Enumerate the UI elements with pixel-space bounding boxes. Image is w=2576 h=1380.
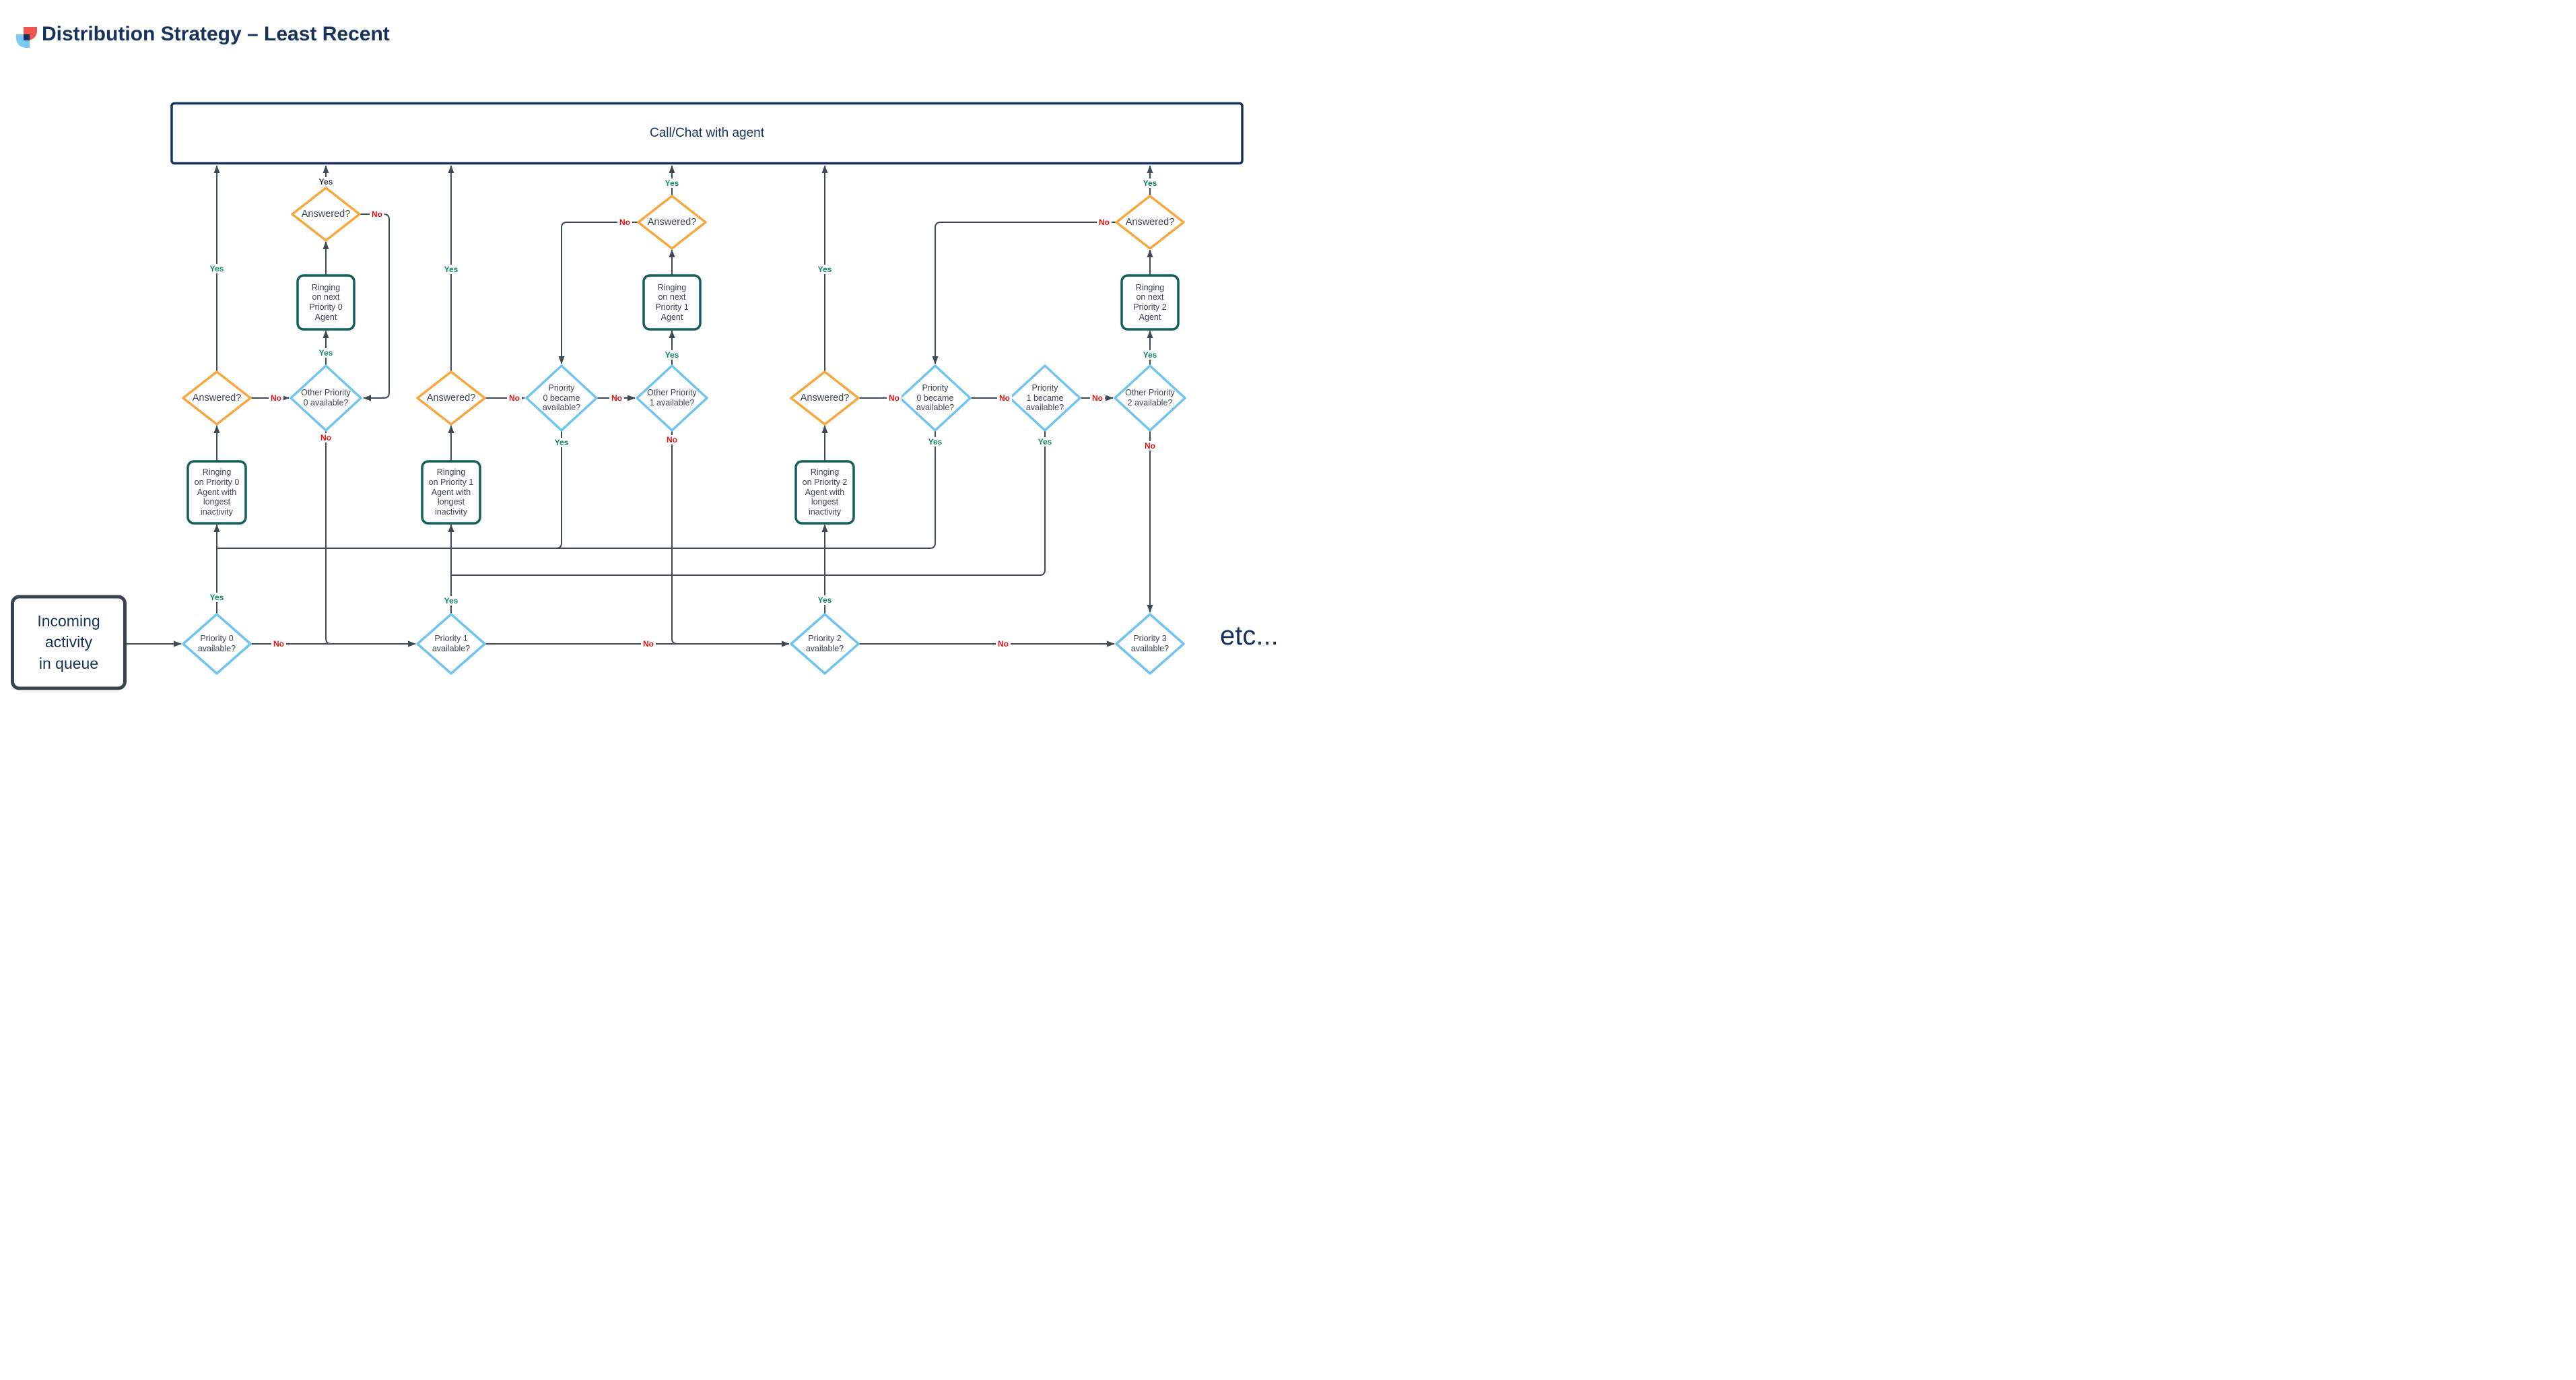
decision-answered-longest-p1 (416, 370, 486, 426)
branch-label-yes-8: Yes (926, 437, 945, 447)
flow-connector (217, 430, 936, 549)
branch-label-no-28: No (641, 639, 656, 649)
etc-continuation-label: etc... (1220, 621, 1279, 651)
decision-p2-available (790, 613, 860, 675)
branch-label-no-21: No (609, 393, 624, 403)
decision-p1-became-available (1009, 364, 1081, 432)
branch-label-yes-5: Yes (663, 178, 681, 188)
branch-label-no-24: No (997, 393, 1012, 403)
process-ring-next-p2 (1120, 274, 1180, 331)
app-logo-icon (16, 27, 38, 48)
branch-label-yes-14: Yes (815, 595, 834, 605)
branch-label-no-29: No (996, 639, 1011, 649)
decision-other-p0-available (290, 364, 362, 432)
decision-p0-became-available-1 (525, 364, 598, 432)
process-ring-longest-p1 (421, 460, 481, 525)
logo-overlap-shape (24, 34, 30, 40)
decision-answered-next-p0 (291, 187, 361, 242)
decision-p0-available (182, 613, 252, 675)
branch-label-no-23: No (887, 393, 902, 403)
branch-label-no-20: No (507, 393, 522, 403)
branch-label-yes-0: Yes (207, 264, 226, 273)
branch-label-no-25: No (1090, 393, 1105, 403)
decision-answered-next-p1 (637, 195, 707, 250)
branch-label-yes-12: Yes (207, 593, 226, 602)
branch-label-yes-10: Yes (1141, 178, 1159, 188)
branch-label-no-18: No (269, 393, 283, 403)
branch-label-yes-4: Yes (552, 438, 571, 447)
decision-p3-available (1115, 613, 1185, 675)
decision-other-p1-available (636, 364, 708, 432)
process-ring-longest-p0 (187, 460, 247, 525)
decision-answered-longest-p0 (182, 370, 252, 426)
branch-label-yes-2: Yes (316, 348, 335, 358)
flow-connector (932, 222, 1116, 364)
process-ring-next-p0 (296, 274, 355, 331)
flow-connector (360, 213, 390, 401)
branch-label-yes-7: Yes (815, 265, 834, 274)
decision-other-p2-available (1114, 364, 1186, 432)
flow-connector (558, 222, 638, 364)
branch-label-yes-9: Yes (1036, 437, 1054, 447)
process-ring-longest-p2 (794, 460, 855, 525)
start-incoming-activity (11, 595, 127, 690)
branch-label-no-26: No (1143, 441, 1157, 451)
branch-label-no-22: No (665, 435, 679, 445)
branch-label-no-15: No (370, 209, 384, 219)
flow-connector (671, 430, 678, 645)
branch-label-yes-3: Yes (442, 265, 461, 274)
branch-label-no-16: No (617, 218, 632, 227)
branch-label-no-19: No (318, 433, 333, 442)
branch-label-no-27: No (271, 639, 286, 649)
branch-label-yes-1: Yes (316, 177, 335, 187)
decision-answered-longest-p2 (790, 370, 860, 426)
decision-p0-became-available-2 (899, 364, 972, 432)
flow-connector (555, 430, 562, 549)
flowchart-svg (11, 102, 1244, 690)
branch-label-yes-11: Yes (1141, 350, 1159, 360)
decision-answered-next-p2 (1115, 195, 1185, 250)
page-title: Distribution Strategy – Least Recent (42, 23, 390, 45)
flow-connector (451, 430, 1046, 576)
branch-label-yes-6: Yes (663, 350, 681, 360)
branch-label-no-17: No (1097, 218, 1112, 227)
flow-connector (325, 430, 332, 645)
branch-label-yes-13: Yes (442, 596, 461, 605)
decision-p1-available (416, 613, 486, 675)
flowchart-canvas: Distribution Strategy – Least Recent Cal… (0, 0, 1288, 690)
terminal-call-chat (170, 102, 1244, 165)
process-ring-next-p1 (642, 274, 702, 331)
